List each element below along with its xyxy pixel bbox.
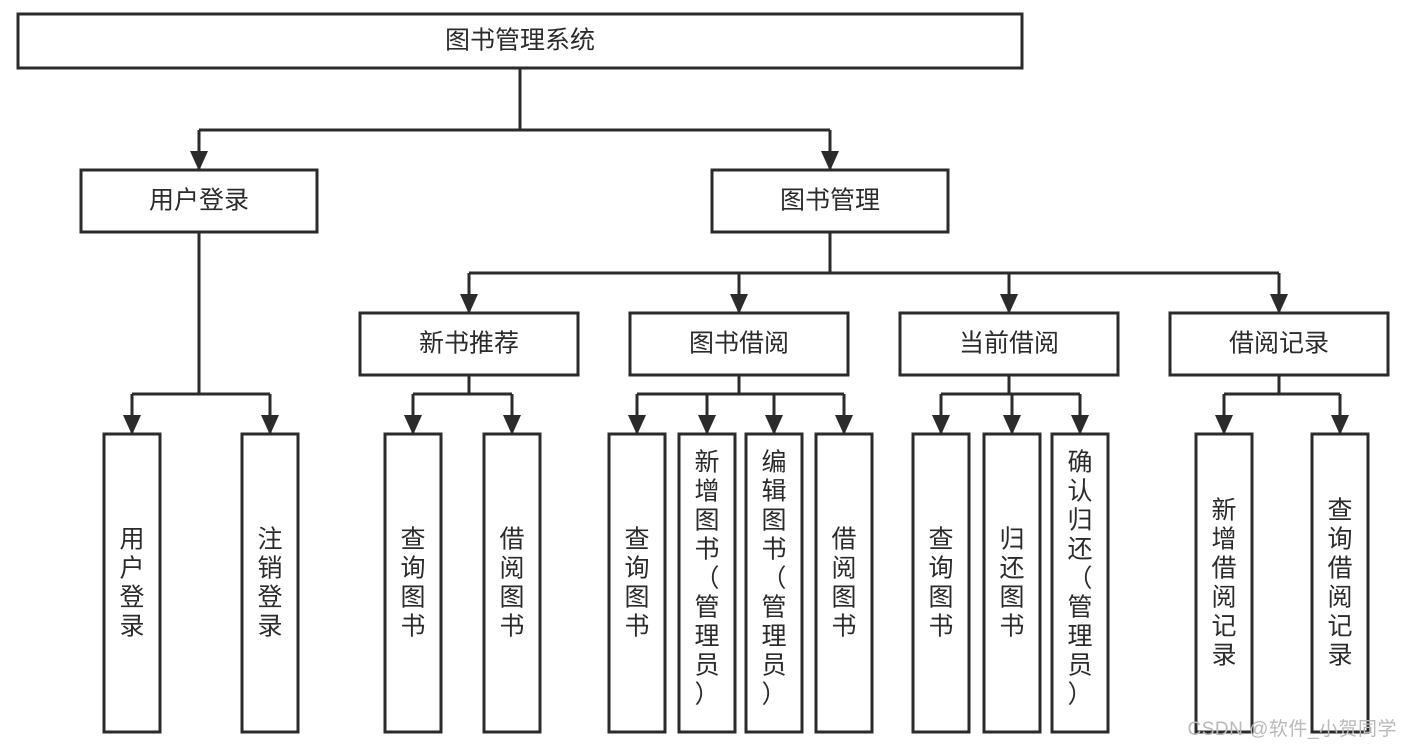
nodes-layer: 图书管理系统用户登录图书管理新书推荐图书借阅当前借阅借阅记录用户登录注销登录查询… — [16, 12, 1390, 734]
arrow-head-icon — [123, 415, 141, 435]
node-leaf-logout[interactable]: 注销登录 — [240, 432, 300, 734]
arrow-head-icon — [835, 415, 853, 435]
node-box[interactable] — [911, 432, 971, 734]
node-box[interactable] — [982, 432, 1042, 734]
node-leaf-add-book[interactable]: 新增图书（管理员） — [677, 432, 737, 734]
node-leaf-edit-book[interactable]: 编辑图书（管理员） — [744, 432, 804, 734]
arrow-head-icon — [1331, 415, 1349, 435]
arrow-head-icon — [932, 415, 950, 435]
arrow-head-icon — [1000, 294, 1018, 314]
edges-layer — [123, 68, 1349, 435]
node-label: 图书借阅 — [689, 330, 789, 358]
node-box[interactable] — [898, 311, 1120, 377]
node-label: 查询图书 — [400, 526, 425, 641]
node-box[interactable] — [383, 432, 443, 734]
node-label: 新增借阅记录 — [1211, 497, 1236, 670]
arrow-head-icon — [628, 415, 646, 435]
node-root[interactable]: 图书管理系统 — [16, 12, 1024, 70]
arrow-head-icon — [1003, 415, 1021, 435]
node-label: 确认归还（管理员） — [1067, 449, 1092, 709]
node-leaf-confirm-return[interactable]: 确认归还（管理员） — [1050, 432, 1110, 734]
arrow-head-icon — [404, 415, 422, 435]
node-box[interactable] — [1310, 432, 1370, 734]
node-label: 注销登录 — [257, 526, 282, 641]
node-label: 当前借阅 — [959, 330, 1059, 358]
node-label: 用户登录 — [149, 187, 249, 215]
node-box[interactable] — [482, 432, 542, 734]
node-borrow-record[interactable]: 借阅记录 — [1168, 311, 1390, 377]
node-label: 查询图书 — [624, 526, 649, 641]
node-label: 编辑图书（管理员） — [761, 449, 786, 709]
node-box[interactable] — [607, 432, 667, 734]
node-label: 归还图书 — [999, 526, 1024, 641]
node-box[interactable] — [744, 432, 804, 734]
node-box[interactable] — [1194, 432, 1254, 734]
node-leaf-borrow-book-1[interactable]: 借阅图书 — [482, 432, 542, 734]
node-label: 查询图书 — [928, 526, 953, 641]
node-box[interactable] — [240, 432, 300, 734]
node-box[interactable] — [79, 168, 319, 234]
node-label: 借阅图书 — [499, 526, 524, 641]
arrow-head-icon — [1071, 415, 1089, 435]
node-box[interactable] — [358, 311, 580, 377]
node-label: 新书推荐 — [419, 330, 519, 358]
node-label: 用户登录 — [119, 526, 144, 641]
edge-group-new-book-recommend — [404, 375, 521, 435]
arrow-head-icon — [730, 294, 748, 314]
node-box[interactable] — [102, 432, 162, 734]
arrow-head-icon — [190, 151, 208, 171]
node-box[interactable] — [628, 311, 850, 377]
node-label: 新增图书（管理员） — [694, 449, 719, 709]
node-leaf-query-record[interactable]: 查询借阅记录 — [1310, 432, 1370, 734]
node-box[interactable] — [677, 432, 737, 734]
node-leaf-query-book-1[interactable]: 查询图书 — [383, 432, 443, 734]
node-box[interactable] — [710, 168, 950, 234]
node-user-login[interactable]: 用户登录 — [79, 168, 319, 234]
node-box[interactable] — [16, 12, 1024, 70]
arrow-head-icon — [1270, 294, 1288, 314]
edge-group-user-login — [123, 232, 279, 435]
edge-group-book-manage — [460, 232, 1288, 314]
edge-group-root — [190, 68, 839, 171]
node-label: 查询借阅记录 — [1327, 497, 1352, 670]
node-label: 借阅图书 — [831, 526, 856, 641]
node-book-manage[interactable]: 图书管理 — [710, 168, 950, 234]
node-current-borrow[interactable]: 当前借阅 — [898, 311, 1120, 377]
node-box[interactable] — [1168, 311, 1390, 377]
node-leaf-user-login[interactable]: 用户登录 — [102, 432, 162, 734]
node-leaf-add-record[interactable]: 新增借阅记录 — [1194, 432, 1254, 734]
edge-group-book-borrow — [628, 375, 853, 435]
node-leaf-return-book[interactable]: 归还图书 — [982, 432, 1042, 734]
arrow-head-icon — [261, 415, 279, 435]
node-book-borrow[interactable]: 图书借阅 — [628, 311, 850, 377]
arrow-head-icon — [765, 415, 783, 435]
arrow-head-icon — [1215, 415, 1233, 435]
edge-group-borrow-record — [1215, 375, 1349, 435]
arrow-head-icon — [698, 415, 716, 435]
node-label: 图书管理系统 — [445, 27, 595, 55]
arrow-head-icon — [821, 151, 839, 171]
node-leaf-borrow-book-2[interactable]: 借阅图书 — [814, 432, 874, 734]
node-leaf-query-book-3[interactable]: 查询图书 — [911, 432, 971, 734]
node-box[interactable] — [1050, 432, 1110, 734]
node-label: 图书管理 — [780, 187, 880, 215]
arrow-head-icon — [503, 415, 521, 435]
node-new-book-recommend[interactable]: 新书推荐 — [358, 311, 580, 377]
edge-group-current-borrow — [932, 375, 1089, 435]
node-label: 借阅记录 — [1229, 330, 1329, 358]
node-box[interactable] — [814, 432, 874, 734]
arrow-head-icon — [460, 294, 478, 314]
node-leaf-query-book-2[interactable]: 查询图书 — [607, 432, 667, 734]
